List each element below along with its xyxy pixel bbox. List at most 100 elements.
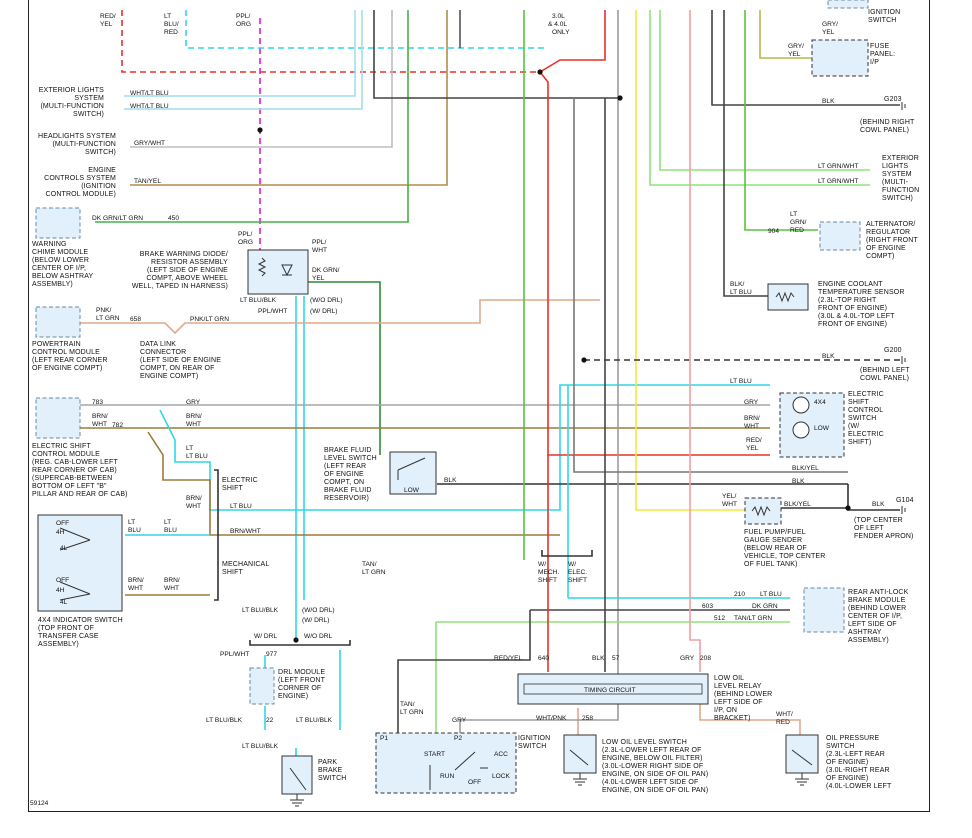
wire-label: PPL/WHT bbox=[220, 651, 249, 658]
wire-label: 603 bbox=[702, 603, 713, 610]
wire-label: BLK bbox=[792, 478, 805, 485]
wire-label: LT BLU/BLK bbox=[242, 607, 279, 614]
wire-label: LT BLU/BLK bbox=[296, 717, 333, 724]
wire-label: LT GRN/WHT bbox=[818, 163, 858, 170]
indicator-switch-icon-top bbox=[59, 527, 91, 551]
bracket-shift bbox=[214, 469, 219, 601]
wire-label: BLK bbox=[822, 98, 835, 105]
escs-lamp-4x4 bbox=[792, 396, 810, 414]
components bbox=[35, 0, 906, 807]
ignition-switch-box[interactable] bbox=[375, 732, 517, 794]
pcm-box[interactable] bbox=[35, 306, 81, 338]
wire-label: 658 bbox=[130, 316, 141, 323]
escs-lamp-low bbox=[792, 421, 810, 439]
escm-box[interactable] bbox=[35, 397, 81, 439]
wire-label: PPL/WHT bbox=[312, 239, 327, 254]
wire-oil-pressure bbox=[699, 700, 801, 735]
drl-module-box[interactable] bbox=[249, 667, 275, 705]
wire-brn-wht-mech bbox=[147, 431, 560, 536]
ect-sensor-box[interactable] bbox=[767, 283, 809, 311]
wire-cyan-top bbox=[185, 10, 545, 49]
wire-label: TAN/LT GRN bbox=[400, 701, 424, 716]
indicator-switch-box[interactable] bbox=[37, 514, 123, 612]
brake-diode-label: BRAKE WARNING DIODE/RESISTOR ASSEMBLY(LE… bbox=[132, 251, 228, 290]
wire-label: WHT/PNK bbox=[536, 715, 567, 722]
wire-label: BLK bbox=[822, 353, 835, 360]
g104-label: G104 bbox=[896, 497, 914, 504]
alternator-box[interactable] bbox=[819, 221, 861, 251]
wire-pnk-lt-grn bbox=[80, 299, 600, 335]
wire-label: WHT/RED bbox=[776, 711, 793, 726]
wire-dark-2 bbox=[723, 10, 768, 297]
wire-label: BLK/YEL bbox=[792, 465, 819, 472]
brake-fluid-switch-icon bbox=[397, 457, 426, 480]
brake-diode-box[interactable] bbox=[247, 249, 309, 295]
wire-label: LT BLU/BLK bbox=[240, 297, 277, 304]
wire-label: (W/O DRL) bbox=[310, 297, 343, 304]
wire-label: GRY/YEL bbox=[822, 21, 838, 36]
g203-label: G203 bbox=[884, 96, 902, 103]
wire-tan-ltgrn-ign bbox=[405, 622, 437, 736]
wire-relay-208 bbox=[689, 10, 701, 672]
timing-circuit-bar bbox=[523, 683, 703, 695]
g200-label: G200 bbox=[884, 347, 902, 354]
park-brake-box[interactable] bbox=[281, 755, 313, 795]
fuel-pump-icon bbox=[751, 505, 771, 517]
wire-label: BLK bbox=[444, 477, 457, 484]
switch-pos: 4X4 bbox=[814, 399, 826, 406]
wire-label: TAN/LT GRN bbox=[362, 561, 386, 576]
ground-icon-g104 bbox=[901, 506, 906, 514]
oil-pressure-switch-box[interactable] bbox=[785, 734, 819, 774]
wire-label: RED/YEL bbox=[100, 13, 116, 28]
wire-lt-grn-1 bbox=[649, 10, 870, 186]
switch-pos: 4L bbox=[60, 599, 68, 606]
wire-green-alt bbox=[744, 10, 818, 231]
wire-label: 782 bbox=[112, 422, 123, 429]
wire-label: RED/YEL bbox=[494, 655, 523, 662]
escs-box[interactable] bbox=[779, 392, 845, 458]
switch-pos: OFF bbox=[56, 520, 69, 527]
switch-pos: 4L bbox=[60, 545, 68, 552]
wire-label: PPL/ORG bbox=[238, 231, 253, 246]
wire-label: 512 bbox=[714, 615, 725, 622]
diagram-id: 59124 bbox=[30, 800, 49, 807]
ignition-key-icon bbox=[429, 751, 488, 790]
ignition-switch-top-box[interactable] bbox=[827, 0, 869, 9]
diode-icon bbox=[281, 264, 293, 277]
ground-icon-park bbox=[290, 794, 304, 807]
wire-label: DK GRN/LT GRN bbox=[92, 215, 143, 222]
wire-label: GRY bbox=[452, 717, 467, 724]
wire-label: WHT/LT BLU bbox=[130, 103, 169, 110]
wire-lt-blu-escm bbox=[159, 384, 770, 511]
wire-blk-g104 bbox=[780, 484, 900, 511]
w-elec-label: W/ELEC.SHIFT bbox=[568, 561, 587, 584]
ect-sensor-icon bbox=[775, 291, 795, 303]
wire-label: 450 bbox=[168, 215, 179, 222]
wire-label: GRY/YEL bbox=[788, 43, 804, 58]
wire-dk-grn-yel bbox=[308, 281, 381, 455]
warning-chime-box[interactable] bbox=[35, 207, 81, 239]
wire-label: GRY bbox=[186, 399, 201, 406]
oil-level-switch-box[interactable] bbox=[563, 734, 597, 774]
oil-level-label: LOW OIL LEVEL SWITCH(2.3L-LOWER LEFT REA… bbox=[602, 739, 708, 794]
wire-label: BLK bbox=[592, 655, 605, 662]
abs-module-box[interactable] bbox=[803, 587, 845, 633]
fuse-panel-box[interactable] bbox=[811, 39, 869, 77]
